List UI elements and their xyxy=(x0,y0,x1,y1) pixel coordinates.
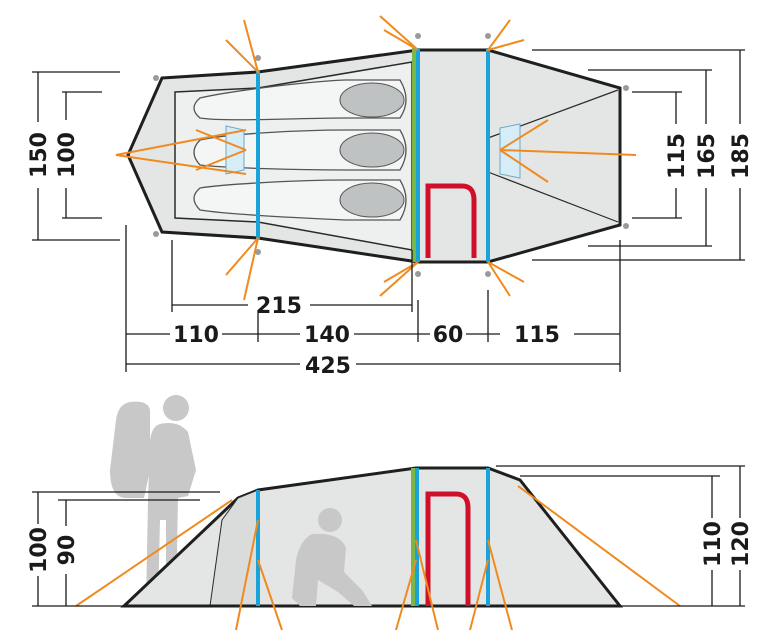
dim-label-110: 110 xyxy=(173,323,219,348)
side-dimension-lines xyxy=(32,465,745,607)
dim-label-215: 215 xyxy=(256,294,302,319)
side-guylines xyxy=(75,485,681,631)
side-dim-label-100: 100 xyxy=(27,527,52,573)
dim-label-185: 185 xyxy=(729,133,754,179)
dim-label-115-height: 115 xyxy=(665,133,690,179)
standing-person-silhouette xyxy=(110,395,196,606)
side-view: 100 90 110 120 xyxy=(27,395,754,631)
plan-guylines xyxy=(115,15,637,301)
side-dim-label-90: 90 xyxy=(55,535,80,566)
plan-vestibule-line xyxy=(487,171,619,223)
plan-door xyxy=(425,183,477,258)
side-door xyxy=(425,491,471,606)
sleeping-bag-head xyxy=(339,132,405,168)
side-dim-label-120: 120 xyxy=(729,521,754,567)
plan-view: 215 110 140 60 115 425 150 100 115 165 1… xyxy=(27,15,754,379)
dim-label-100: 100 xyxy=(55,132,80,178)
dim-label-425: 425 xyxy=(305,354,351,379)
dim-label-115: 115 xyxy=(514,323,560,348)
sleeping-bag-heads xyxy=(339,82,405,218)
dim-label-165: 165 xyxy=(695,133,720,179)
dim-label-140: 140 xyxy=(304,323,350,348)
dim-label-60: 60 xyxy=(433,323,464,348)
side-dim-label-110: 110 xyxy=(701,521,726,567)
sleeping-bag-head xyxy=(339,182,405,218)
side-tent-fabric xyxy=(120,466,624,608)
plan-stakes xyxy=(153,33,629,277)
sleeping-bag-head xyxy=(339,82,405,118)
plan-dimension-lines xyxy=(32,49,745,372)
dim-label-150: 150 xyxy=(27,132,52,178)
sitting-person-silhouette xyxy=(292,508,372,606)
